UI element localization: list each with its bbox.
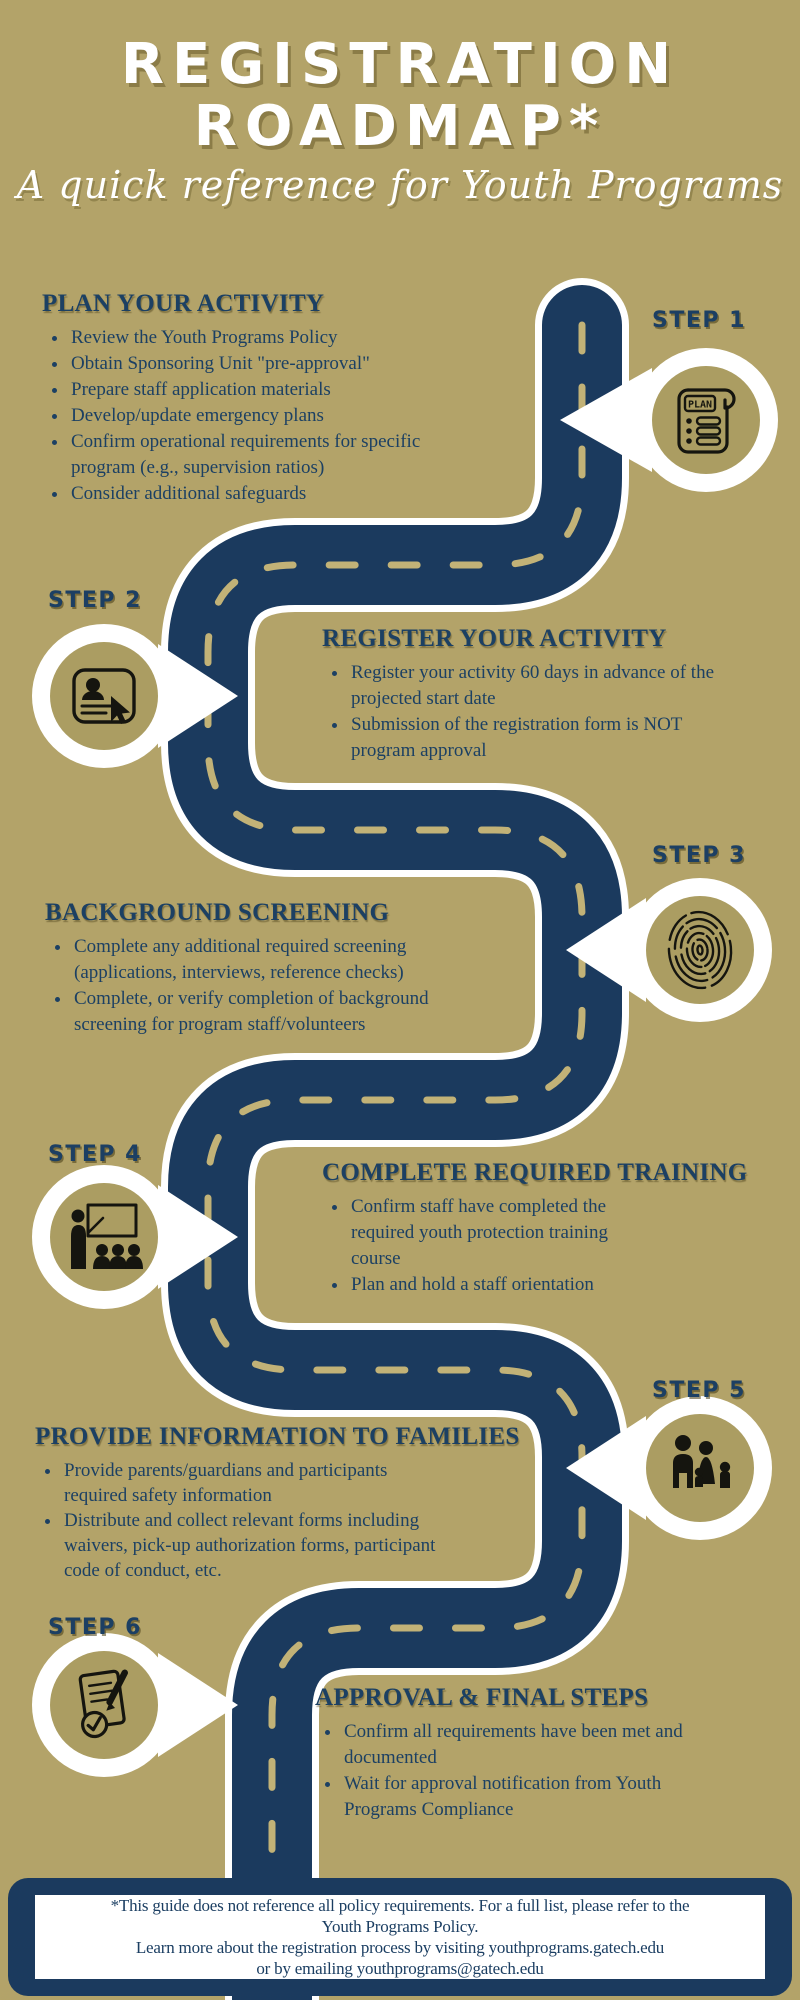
- footer-note: *This guide does not reference all polic…: [35, 1895, 765, 1979]
- list-item: Submission of the registration form is N…: [349, 712, 749, 764]
- step-6-pin-pointer: [158, 1653, 238, 1757]
- step-3-heading: BACKGROUND SCREENING: [45, 899, 390, 926]
- list-item: Confirm all requirements have been met a…: [342, 1719, 707, 1771]
- step-5-pin: [566, 1396, 772, 1540]
- page-subtitle: A quick reference for Youth Programs: [16, 163, 784, 207]
- footer-banner: *This guide does not reference all polic…: [8, 1878, 792, 1996]
- list-item: Complete, or verify completion of backgr…: [72, 986, 467, 1038]
- step-6-pin: [32, 1633, 238, 1777]
- list-item: Wait for approval notification from Yout…: [342, 1771, 707, 1823]
- step-2-bullet-list: Register your activity 60 days in advanc…: [322, 660, 749, 764]
- list-item: Distribute and collect relevant forms in…: [62, 1508, 445, 1583]
- footer-line-1: *This guide does not reference all polic…: [110, 1896, 690, 1915]
- step-3-pin-pointer: [566, 898, 646, 1002]
- approval-document-icon: [78, 1669, 128, 1739]
- registration-form-icon: [72, 668, 136, 724]
- step-2-block: REGISTER YOUR ACTIVITY Register your act…: [322, 625, 749, 764]
- step-6-block: APPROVAL & FINAL STEPS Confirm all requi…: [315, 1684, 707, 1823]
- step-6-label: STEP 6: [48, 1615, 142, 1640]
- footer-line-2: Youth Programs Policy.: [321, 1917, 479, 1936]
- list-item: Register your activity 60 days in advanc…: [349, 660, 749, 712]
- step-2-pin-pointer: [158, 644, 238, 748]
- title-line-1: REGISTRATION: [120, 32, 680, 97]
- list-item: Review the Youth Programs Policy: [69, 325, 468, 351]
- step-4-pin: [32, 1165, 238, 1309]
- plan-scroll-icon: PLAN: [677, 388, 736, 454]
- step-4-label: STEP 4: [48, 1142, 142, 1167]
- list-item: Plan and hold a staff orientation: [349, 1272, 662, 1298]
- title-line-2: ROADMAP*: [193, 94, 607, 159]
- step-4-bullet-list: Confirm staff have completed the require…: [322, 1194, 662, 1298]
- footer-line-3: Learn more about the registration proces…: [135, 1938, 665, 1957]
- step-4-block: COMPLETE REQUIRED TRAINING Confirm staff…: [322, 1159, 748, 1298]
- step-5-label: STEP 5: [652, 1378, 746, 1403]
- list-item: Consider additional safeguards: [69, 481, 468, 507]
- list-item: Complete any additional required screeni…: [72, 934, 467, 986]
- road-center-dashes: [204, 321, 586, 2000]
- training-presentation-icon: [71, 1203, 143, 1269]
- list-item: Confirm operational requirements for spe…: [69, 429, 468, 481]
- step-2-label: STEP 2: [48, 588, 142, 613]
- step-1-heading: PLAN YOUR ACTIVITY: [42, 290, 325, 317]
- step-5-block: PROVIDE INFORMATION TO FAMILIES Provide …: [35, 1423, 520, 1583]
- footer-line-4: or by emailing youthprograms@gatech.edu: [256, 1959, 544, 1978]
- step-4-pin-pointer: [158, 1185, 238, 1289]
- step-5-bullet-list: Provide parents/guardians and participan…: [35, 1458, 445, 1583]
- step-1-label: STEP 1: [652, 308, 746, 333]
- step-1-block: PLAN YOUR ACTIVITY Review the Youth Prog…: [42, 290, 468, 507]
- step-5-heading: PROVIDE INFORMATION TO FAMILIES: [35, 1423, 520, 1450]
- step-1-pin-pointer: [560, 368, 652, 472]
- fingerprint-icon: [667, 910, 733, 990]
- step-6-heading: APPROVAL & FINAL STEPS: [315, 1684, 649, 1711]
- step-5-pin-pointer: [566, 1416, 646, 1520]
- list-item: Provide parents/guardians and participan…: [62, 1458, 445, 1508]
- list-item: Develop/update emergency plans: [69, 403, 468, 429]
- step-3-pin: [566, 878, 772, 1022]
- step-3-label: STEP 3: [652, 843, 746, 868]
- list-item: Confirm staff have completed the require…: [349, 1194, 662, 1272]
- step-6-bullet-list: Confirm all requirements have been met a…: [315, 1719, 707, 1823]
- family-icon: [673, 1435, 731, 1488]
- step-2-pin: [32, 624, 238, 768]
- step-2-heading: REGISTER YOUR ACTIVITY: [322, 625, 667, 652]
- step-1-pin: PLAN: [560, 348, 778, 492]
- step-3-bullet-list: Complete any additional required screeni…: [45, 934, 467, 1038]
- road: [161, 278, 629, 2000]
- step-1-bullet-list: Review the Youth Programs Policy Obtain …: [42, 325, 468, 507]
- page-title: REGISTRATION ROADMAP*: [0, 34, 800, 158]
- list-item: Prepare staff application materials: [69, 377, 468, 403]
- step-3-block: BACKGROUND SCREENING Complete any additi…: [45, 899, 467, 1038]
- list-item: Obtain Sponsoring Unit "pre-approval": [69, 351, 468, 377]
- step-4-heading: COMPLETE REQUIRED TRAINING: [322, 1159, 748, 1186]
- plan-scroll-icon-label: PLAN: [688, 400, 712, 411]
